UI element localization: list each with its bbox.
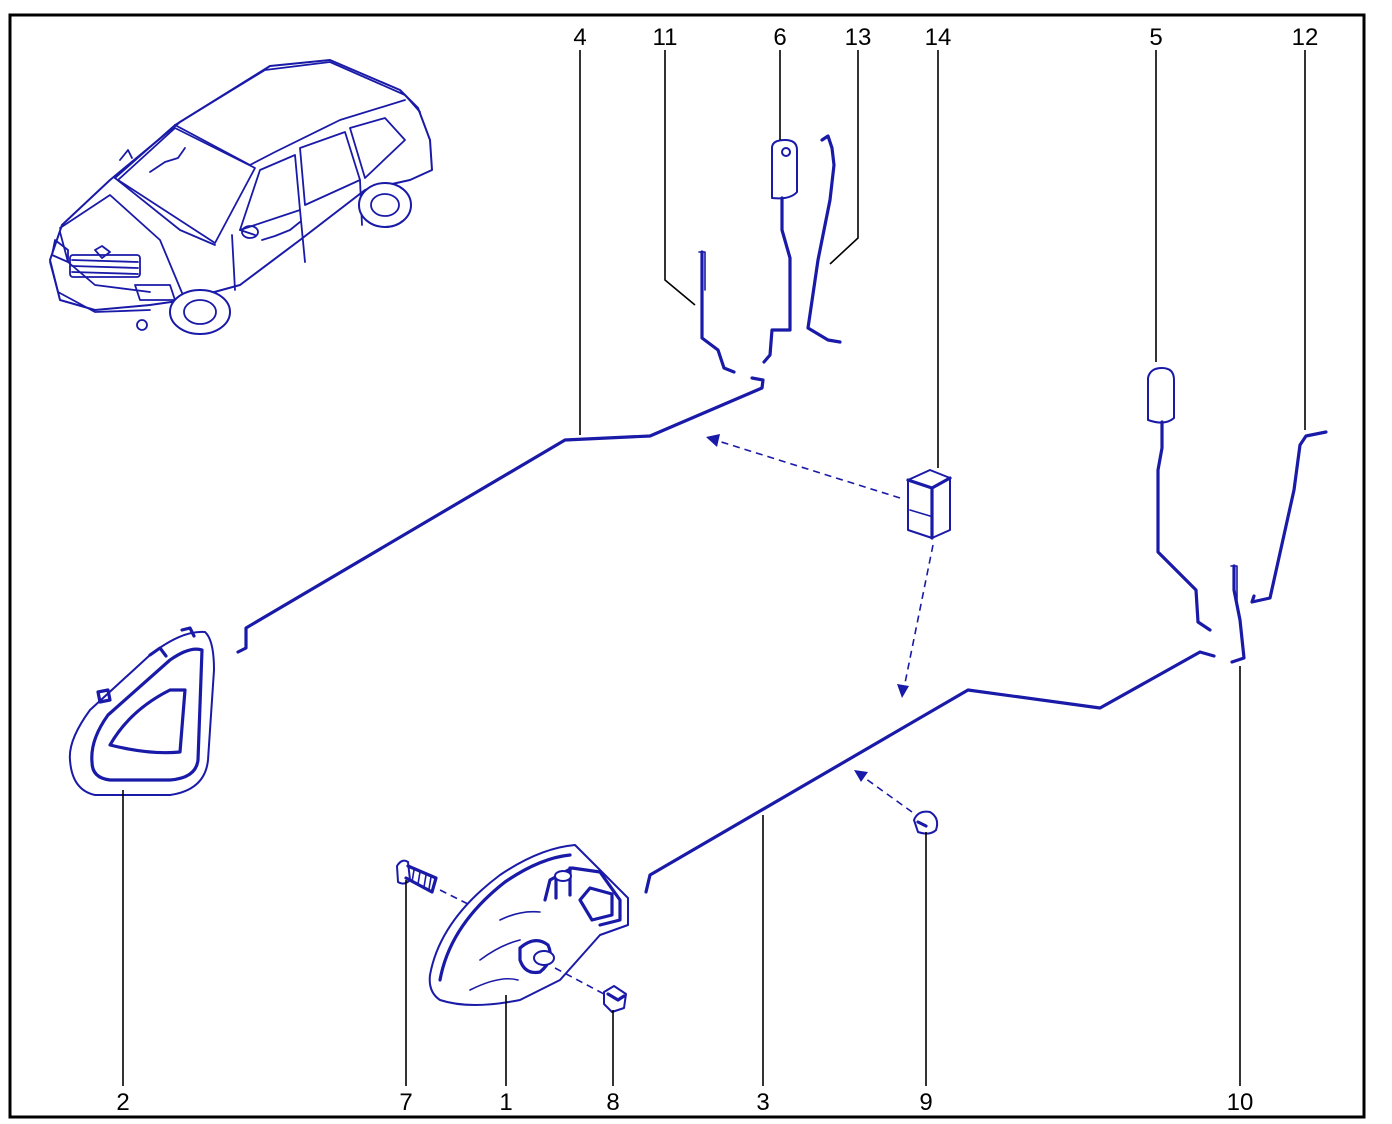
screw-part-7 xyxy=(396,859,438,894)
callout-3: 3 xyxy=(756,1089,769,1116)
rod-part-3 xyxy=(644,650,1216,894)
callout-2: 2 xyxy=(116,1089,129,1116)
callout-5: 5 xyxy=(1149,24,1162,51)
rod-part-13 xyxy=(806,134,842,344)
callout-9: 9 xyxy=(919,1089,932,1116)
callout-6: 6 xyxy=(773,24,786,51)
assembly-arrows xyxy=(439,434,934,995)
block-part-14 xyxy=(906,469,952,540)
knob-part-6 xyxy=(762,139,798,364)
rod-part-11 xyxy=(700,250,736,374)
knob-part-5 xyxy=(1147,367,1212,632)
diagram-frame xyxy=(8,13,1366,1119)
callout-12: 12 xyxy=(1292,24,1319,51)
callout-13: 13 xyxy=(845,24,872,51)
callout-10: 10 xyxy=(1227,1089,1254,1116)
clip-part-8 xyxy=(603,985,627,1013)
rod-part-12 xyxy=(1250,430,1328,604)
callout-4: 4 xyxy=(573,24,586,51)
callout-11: 11 xyxy=(653,24,678,51)
callout-14: 14 xyxy=(925,24,952,51)
handle-part-2 xyxy=(68,626,215,796)
callout-8: 8 xyxy=(606,1089,619,1116)
callout-1: 1 xyxy=(499,1089,512,1116)
leader-lines xyxy=(122,50,1306,1086)
clip-part-9 xyxy=(913,810,939,835)
car-thumbnail xyxy=(49,59,433,335)
rod-part-10 xyxy=(1230,564,1246,664)
lock-body-part-1 xyxy=(428,844,629,1006)
rod-part-4 xyxy=(236,376,765,654)
callout-7: 7 xyxy=(399,1089,412,1116)
